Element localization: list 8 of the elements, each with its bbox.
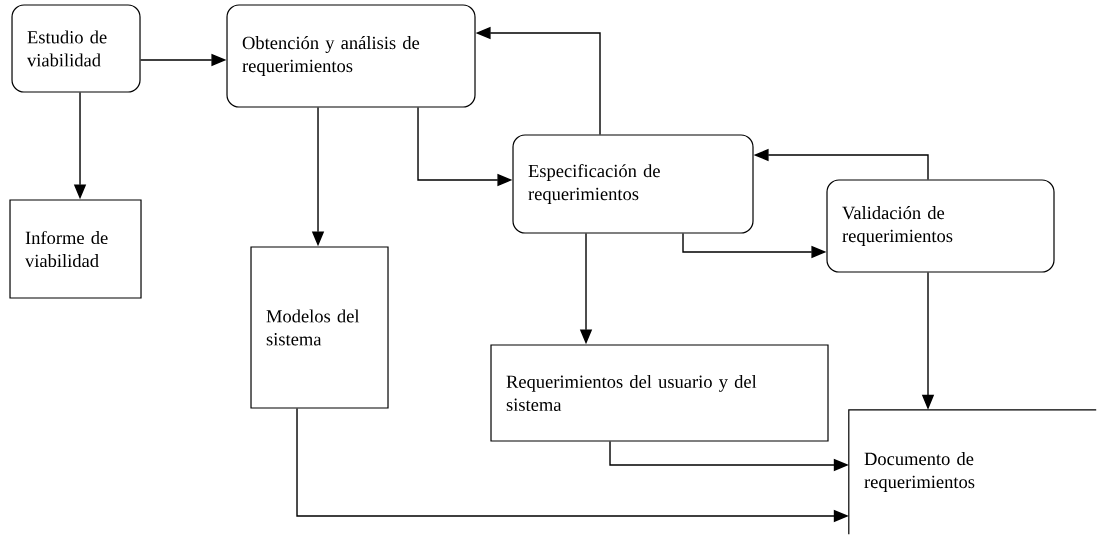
process-box: Validación de requerimientos (826, 179, 1055, 273)
document-box: Requerimientos del usuario y del sistema (490, 344, 829, 442)
document-box: Modelos del sistema (250, 246, 389, 409)
process-box: Especificación de requerimientos (512, 134, 754, 234)
process-box: Obtención y análisis de requerimientos (226, 4, 476, 108)
document-box: Informe de viabilidad (9, 199, 142, 299)
document-box: Documento de requerimientos (848, 409, 1097, 535)
process-box: Estudio de viabilidad (11, 4, 141, 93)
